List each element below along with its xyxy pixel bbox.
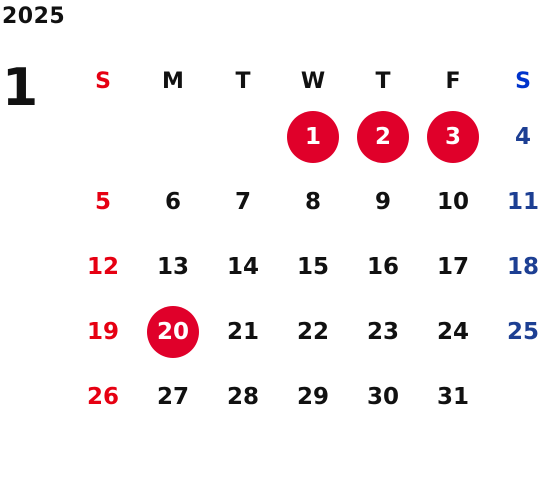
day-number: 30 <box>366 383 399 410</box>
calendar-day-friday: 24 <box>418 299 488 364</box>
calendar-day-tuesday: 21 <box>208 299 278 364</box>
calendar-week-row: 19 20 21 22 23 24 25 <box>68 299 548 364</box>
day-number: 29 <box>296 383 329 410</box>
day-number: 11 <box>506 188 539 215</box>
calendar-day-sunday: 19 <box>68 299 138 364</box>
calendar-day-friday: 10 <box>418 169 488 234</box>
calendar-day-wednesday: 29 <box>278 364 348 429</box>
calendar-day-thursday: 16 <box>348 234 418 299</box>
holiday-day-number: 3 <box>427 110 479 163</box>
day-number: 7 <box>234 188 251 215</box>
calendar-day-friday: 17 <box>418 234 488 299</box>
calendar-day-saturday: 11 <box>488 169 548 234</box>
calendar-day-wednesday: 8 <box>278 169 348 234</box>
calendar-empty-cell <box>488 364 548 429</box>
calendar-empty-cell <box>68 104 138 169</box>
calendar-day-friday: 3 <box>418 104 488 169</box>
calendar-day-tuesday: 14 <box>208 234 278 299</box>
calendar-day-thursday: 23 <box>348 299 418 364</box>
calendar-week-row: 12 13 14 15 16 17 18 <box>68 234 548 299</box>
calendar-day-thursday: 30 <box>348 364 418 429</box>
calendar-week-row: 26 27 28 29 30 31 <box>68 364 548 429</box>
holiday-day-number: 1 <box>287 110 339 163</box>
calendar-day-tuesday: 7 <box>208 169 278 234</box>
calendar-day-sunday: 5 <box>68 169 138 234</box>
day-number: 12 <box>86 253 119 280</box>
calendar-day-wednesday: 1 <box>278 104 348 169</box>
day-number: 15 <box>296 253 329 280</box>
day-number: 22 <box>296 318 329 345</box>
day-number: 4 <box>514 123 531 150</box>
day-number: 6 <box>164 188 181 215</box>
day-number: 18 <box>506 253 539 280</box>
weekday-header-tuesday: T <box>235 68 251 94</box>
holiday-day-number: 2 <box>357 110 409 163</box>
weekday-header-monday: M <box>162 68 184 94</box>
day-number: 16 <box>366 253 399 280</box>
calendar-day-saturday: 18 <box>488 234 548 299</box>
calendar-empty-cell <box>208 104 278 169</box>
weekday-header-saturday: S <box>515 68 531 94</box>
calendar-day-saturday: 4 <box>488 104 548 169</box>
weekday-header-row: S M T W T F S <box>68 58 548 104</box>
day-number: 10 <box>436 188 469 215</box>
calendar-week-row: 5 6 7 8 9 10 11 <box>68 169 548 234</box>
weekday-header-thursday: T <box>375 68 391 94</box>
day-number: 24 <box>436 318 469 345</box>
day-number: 28 <box>226 383 259 410</box>
calendar-day-monday: 27 <box>138 364 208 429</box>
day-number: 31 <box>436 383 469 410</box>
calendar-day-sunday: 12 <box>68 234 138 299</box>
calendar-day-saturday: 25 <box>488 299 548 364</box>
year-label: 2025 <box>2 4 66 29</box>
day-number: 17 <box>436 253 469 280</box>
calendar-day-monday: 6 <box>138 169 208 234</box>
calendar-day-wednesday: 15 <box>278 234 348 299</box>
calendar-day-wednesday: 22 <box>278 299 348 364</box>
calendar-day-tuesday: 28 <box>208 364 278 429</box>
weekday-header-friday: F <box>445 68 461 94</box>
calendar-day-sunday: 26 <box>68 364 138 429</box>
day-number: 25 <box>506 318 539 345</box>
weekday-header-sunday: S <box>95 68 111 94</box>
day-number: 9 <box>374 188 391 215</box>
calendar-day-friday: 31 <box>418 364 488 429</box>
day-number: 13 <box>156 253 189 280</box>
day-number: 5 <box>94 188 111 215</box>
day-number: 21 <box>226 318 259 345</box>
calendar-day-thursday: 9 <box>348 169 418 234</box>
calendar-empty-cell <box>138 104 208 169</box>
calendar-day-monday: 13 <box>138 234 208 299</box>
day-number: 23 <box>366 318 399 345</box>
day-number: 26 <box>86 383 119 410</box>
calendar-day-monday: 20 <box>138 299 208 364</box>
month-number: 1 <box>2 58 39 118</box>
day-number: 27 <box>156 383 189 410</box>
calendar-day-thursday: 2 <box>348 104 418 169</box>
day-number: 19 <box>86 318 119 345</box>
day-number: 14 <box>226 253 259 280</box>
holiday-day-number: 20 <box>147 305 199 358</box>
weekday-header-wednesday: W <box>300 68 326 94</box>
day-number: 8 <box>304 188 321 215</box>
